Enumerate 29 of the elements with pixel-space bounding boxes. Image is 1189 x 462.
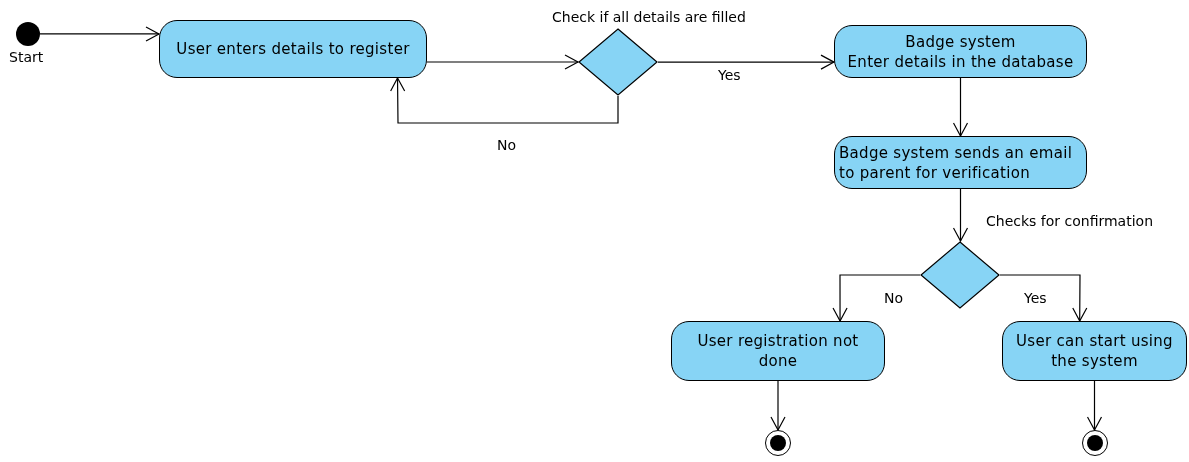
activity-box xyxy=(834,136,1087,189)
activity-box xyxy=(671,321,885,381)
decision-diamond xyxy=(578,28,658,96)
activity-box xyxy=(834,25,1087,78)
decision-diamond xyxy=(920,241,1000,309)
activity-text: Badge system xyxy=(905,31,1016,52)
arrow xyxy=(1086,380,1103,431)
activity-box xyxy=(159,20,427,78)
activity-text: User registration not done xyxy=(696,331,860,371)
node-caption: Start xyxy=(9,48,44,66)
arrow xyxy=(39,26,160,42)
end-node xyxy=(765,430,791,456)
node-caption: Checks for confirmation xyxy=(986,212,1153,230)
arrow xyxy=(999,274,1088,322)
arrow xyxy=(390,77,619,124)
activity-text: Badge system sends an email to parent for verification xyxy=(839,142,1074,183)
arrow xyxy=(657,54,835,70)
arrow xyxy=(426,54,579,70)
activity-text: User can start using the system xyxy=(1015,331,1174,371)
start-node xyxy=(16,22,40,46)
arrow xyxy=(952,77,969,137)
activity-box xyxy=(1002,321,1187,381)
arrow xyxy=(832,274,921,322)
arrow xyxy=(770,380,786,431)
activity-text: Enter details in the database xyxy=(847,51,1074,72)
node-caption: Check if all details are filled xyxy=(552,8,746,26)
end-node xyxy=(1082,430,1108,456)
activity-text: User enters details to register xyxy=(176,39,410,59)
arrow xyxy=(952,188,969,242)
